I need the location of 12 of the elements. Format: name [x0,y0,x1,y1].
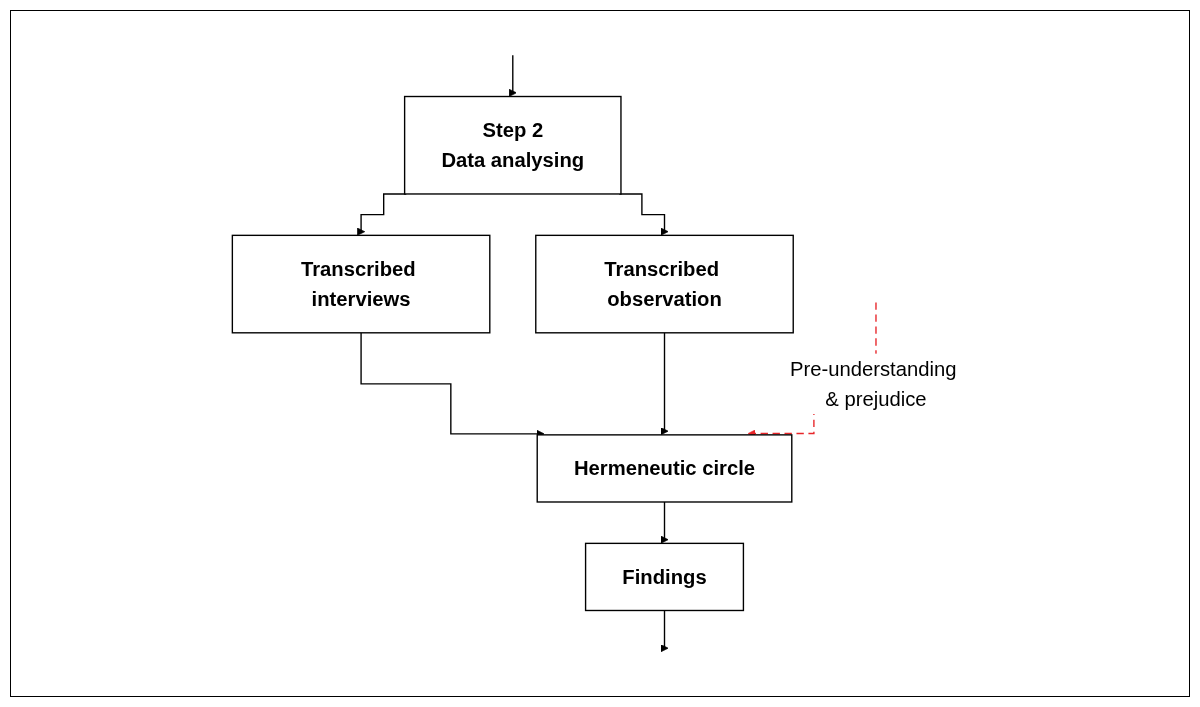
arrow [660,501,669,544]
node-box: Transcribed interviews [231,234,491,334]
arrow [508,54,517,97]
arrow [360,332,545,438]
arrow [660,609,669,653]
arrow [660,332,669,436]
node-box: Findings [584,542,744,612]
node-box: Transcribed observation [534,234,794,334]
edge-label: Pre-understanding & prejudice [789,357,957,411]
node-box: Hermeneutic circle [536,434,793,503]
arrow [356,193,407,236]
node-box: Step 2 Data analysing [403,95,622,195]
